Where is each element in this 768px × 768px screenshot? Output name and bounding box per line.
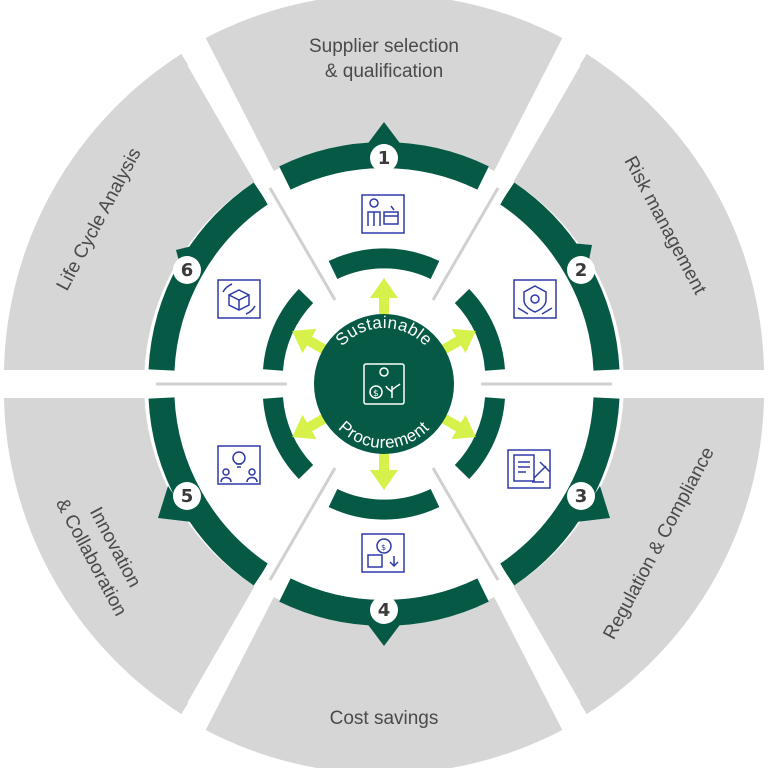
- badge-4: 4: [370, 596, 398, 624]
- outer-segments: [4, 0, 764, 768]
- svg-text:5: 5: [181, 486, 194, 507]
- document-gavel-icon: [507, 449, 551, 489]
- shield-hands-icon: [513, 279, 557, 319]
- spoke-lines: [156, 187, 612, 581]
- inner-arc-right-top: [454, 289, 505, 371]
- gear-dollar-box-icon: $: [361, 533, 405, 573]
- svg-text:3: 3: [575, 486, 588, 507]
- outer-segment-1: [205, 0, 563, 181]
- lime-arrow-downright: [438, 412, 476, 440]
- badge-5: 5: [173, 482, 201, 510]
- inner-arc-left-top: [263, 289, 314, 371]
- svg-text:$: $: [373, 389, 379, 399]
- spoke-2: [431, 187, 500, 301]
- lime-arrow-upright: [438, 328, 476, 356]
- center-circle: [314, 314, 454, 454]
- inner-arc-left-bottom: [263, 397, 314, 479]
- lime-arrow-upleft: [292, 328, 330, 356]
- number-badges: 1 2 3 4 5 6: [173, 144, 595, 624]
- inner-arc-right-bottom: [454, 397, 505, 479]
- segment-icons: $: [217, 194, 557, 573]
- label-4: Cost savings: [330, 708, 439, 729]
- badge-6: 6: [173, 256, 201, 284]
- outer-segment-5: [4, 398, 268, 714]
- supplier-with-box-icon: [361, 194, 405, 234]
- spoke-1: [268, 187, 337, 301]
- svg-text:6: 6: [181, 260, 194, 281]
- svg-text:$: $: [381, 543, 386, 552]
- lightbulb-people-icon: [217, 445, 261, 485]
- arrowhead-1: [363, 122, 405, 150]
- inner-arc-bottom: [328, 488, 440, 520]
- lime-arrow-down: [370, 450, 398, 490]
- lime-arrow-up: [370, 278, 398, 318]
- money-plant-person-icon: $: [363, 363, 405, 405]
- badge-2: 2: [567, 256, 595, 284]
- arrowhead-5: [158, 486, 192, 522]
- badge-1: 1: [370, 144, 398, 172]
- lime-arrows: [292, 278, 476, 490]
- badge-3: 3: [567, 482, 595, 510]
- arrowhead-4: [363, 618, 405, 646]
- label-1-line-1: Supplier selection: [309, 36, 459, 57]
- svg-text:1: 1: [378, 148, 391, 169]
- svg-text:2: 2: [575, 260, 588, 281]
- arrowhead-3: [576, 486, 610, 522]
- box-cycle-icon: [217, 279, 261, 319]
- spoke-4: [431, 467, 500, 581]
- outer-segment-4: [205, 587, 563, 768]
- outer-segment-3: [500, 398, 764, 714]
- inner-ring-arcs: [263, 248, 505, 520]
- svg-text:4: 4: [378, 600, 391, 621]
- outer-segment-2: [500, 54, 764, 370]
- lime-arrow-downleft: [292, 412, 330, 440]
- label-1-line-2: & qualification: [325, 61, 443, 82]
- inner-arc-top: [328, 248, 440, 280]
- spoke-5: [268, 467, 337, 581]
- outer-segment-6: [4, 54, 268, 370]
